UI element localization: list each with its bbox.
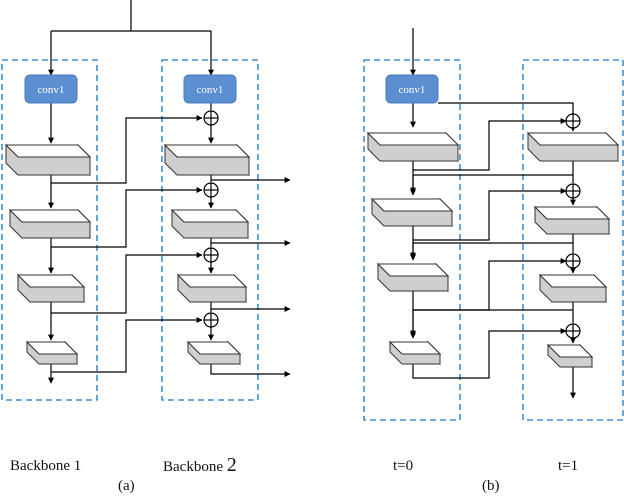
panel-b-caption: (b) (482, 478, 500, 494)
t1-layer-3 (538, 273, 608, 304)
b2-out-4 (210, 364, 291, 377)
t0-label: t=0 (393, 458, 414, 474)
backbone-1-label: Backbone 1 (10, 458, 82, 474)
b1-layer-4 (25, 340, 79, 366)
t0-layer-4 (388, 340, 442, 366)
t0-layer-3 (376, 262, 450, 293)
panel-a-caption: (a) (118, 478, 135, 494)
link-4 (51, 317, 203, 373)
b2-layer-1-top2 (163, 144, 251, 158)
b1-layer-1-top2 (4, 144, 92, 158)
link-1 (51, 115, 203, 184)
b2-layer-2 (170, 208, 250, 240)
fb-3 (410, 309, 573, 337)
t0-layer-1-top2 (366, 132, 460, 146)
t0-layer-1 (366, 131, 460, 163)
b1-layer-3 (16, 273, 86, 304)
t0-layer-3-top2 (376, 263, 450, 277)
t1-layer-3-top2 (538, 274, 608, 288)
backbone-2-label: Backbone 2 (163, 454, 237, 477)
t1-layer-1 (526, 131, 620, 163)
t1-layer-2 (533, 205, 611, 236)
b1-layer-2-top2 (8, 209, 92, 223)
t1-layer-4-top2 (546, 344, 594, 358)
b2-layer-1 (163, 143, 251, 177)
t0-layer-4-top2 (388, 341, 442, 355)
t1-layer-4 (546, 343, 594, 369)
rec-link-1 (413, 118, 567, 171)
backbone-2-label-text: Backbone (163, 459, 227, 475)
t0-layer-2-top2 (370, 198, 454, 212)
backbone-1-box (1, 59, 98, 401)
conv1-backbone-2 (183, 74, 237, 104)
link-2 (51, 187, 203, 248)
b1-layer-1 (4, 143, 92, 177)
conv1-backbone-1-label: conv1 (38, 84, 65, 96)
fb-1 (410, 174, 573, 194)
conv1-backbone-1 (24, 74, 78, 104)
b1-layer-3-top2 (16, 274, 86, 288)
t1-label: t=1 (558, 458, 579, 474)
t1-layer-2-top2 (533, 206, 611, 220)
link-3 (51, 252, 203, 314)
conv1-backbone-2-label: conv1 (197, 84, 224, 96)
t1-box (522, 59, 624, 421)
rec-link-2 (413, 188, 567, 241)
conv1-t0-label: conv1 (399, 84, 426, 96)
b2-layer-4-top2 (186, 341, 242, 355)
b1-layer-4-top2 (25, 341, 79, 355)
backbone-2-label-number: 2 (226, 454, 237, 476)
conv1-t0 (385, 74, 439, 104)
rec-link-4 (412, 328, 567, 379)
b2-layer-2-top2 (170, 209, 250, 223)
backbone-2-box (161, 59, 259, 401)
t1-layer-1-top2 (526, 132, 620, 146)
t0-layer-2 (370, 197, 454, 228)
b1-layer-2 (8, 208, 92, 240)
b2-layer-3 (176, 273, 248, 304)
t0-conv-to-t1 (438, 102, 574, 114)
b2-layer-4 (186, 340, 242, 366)
b2-layer-3-top2 (176, 274, 248, 288)
fb-2 (410, 242, 573, 259)
